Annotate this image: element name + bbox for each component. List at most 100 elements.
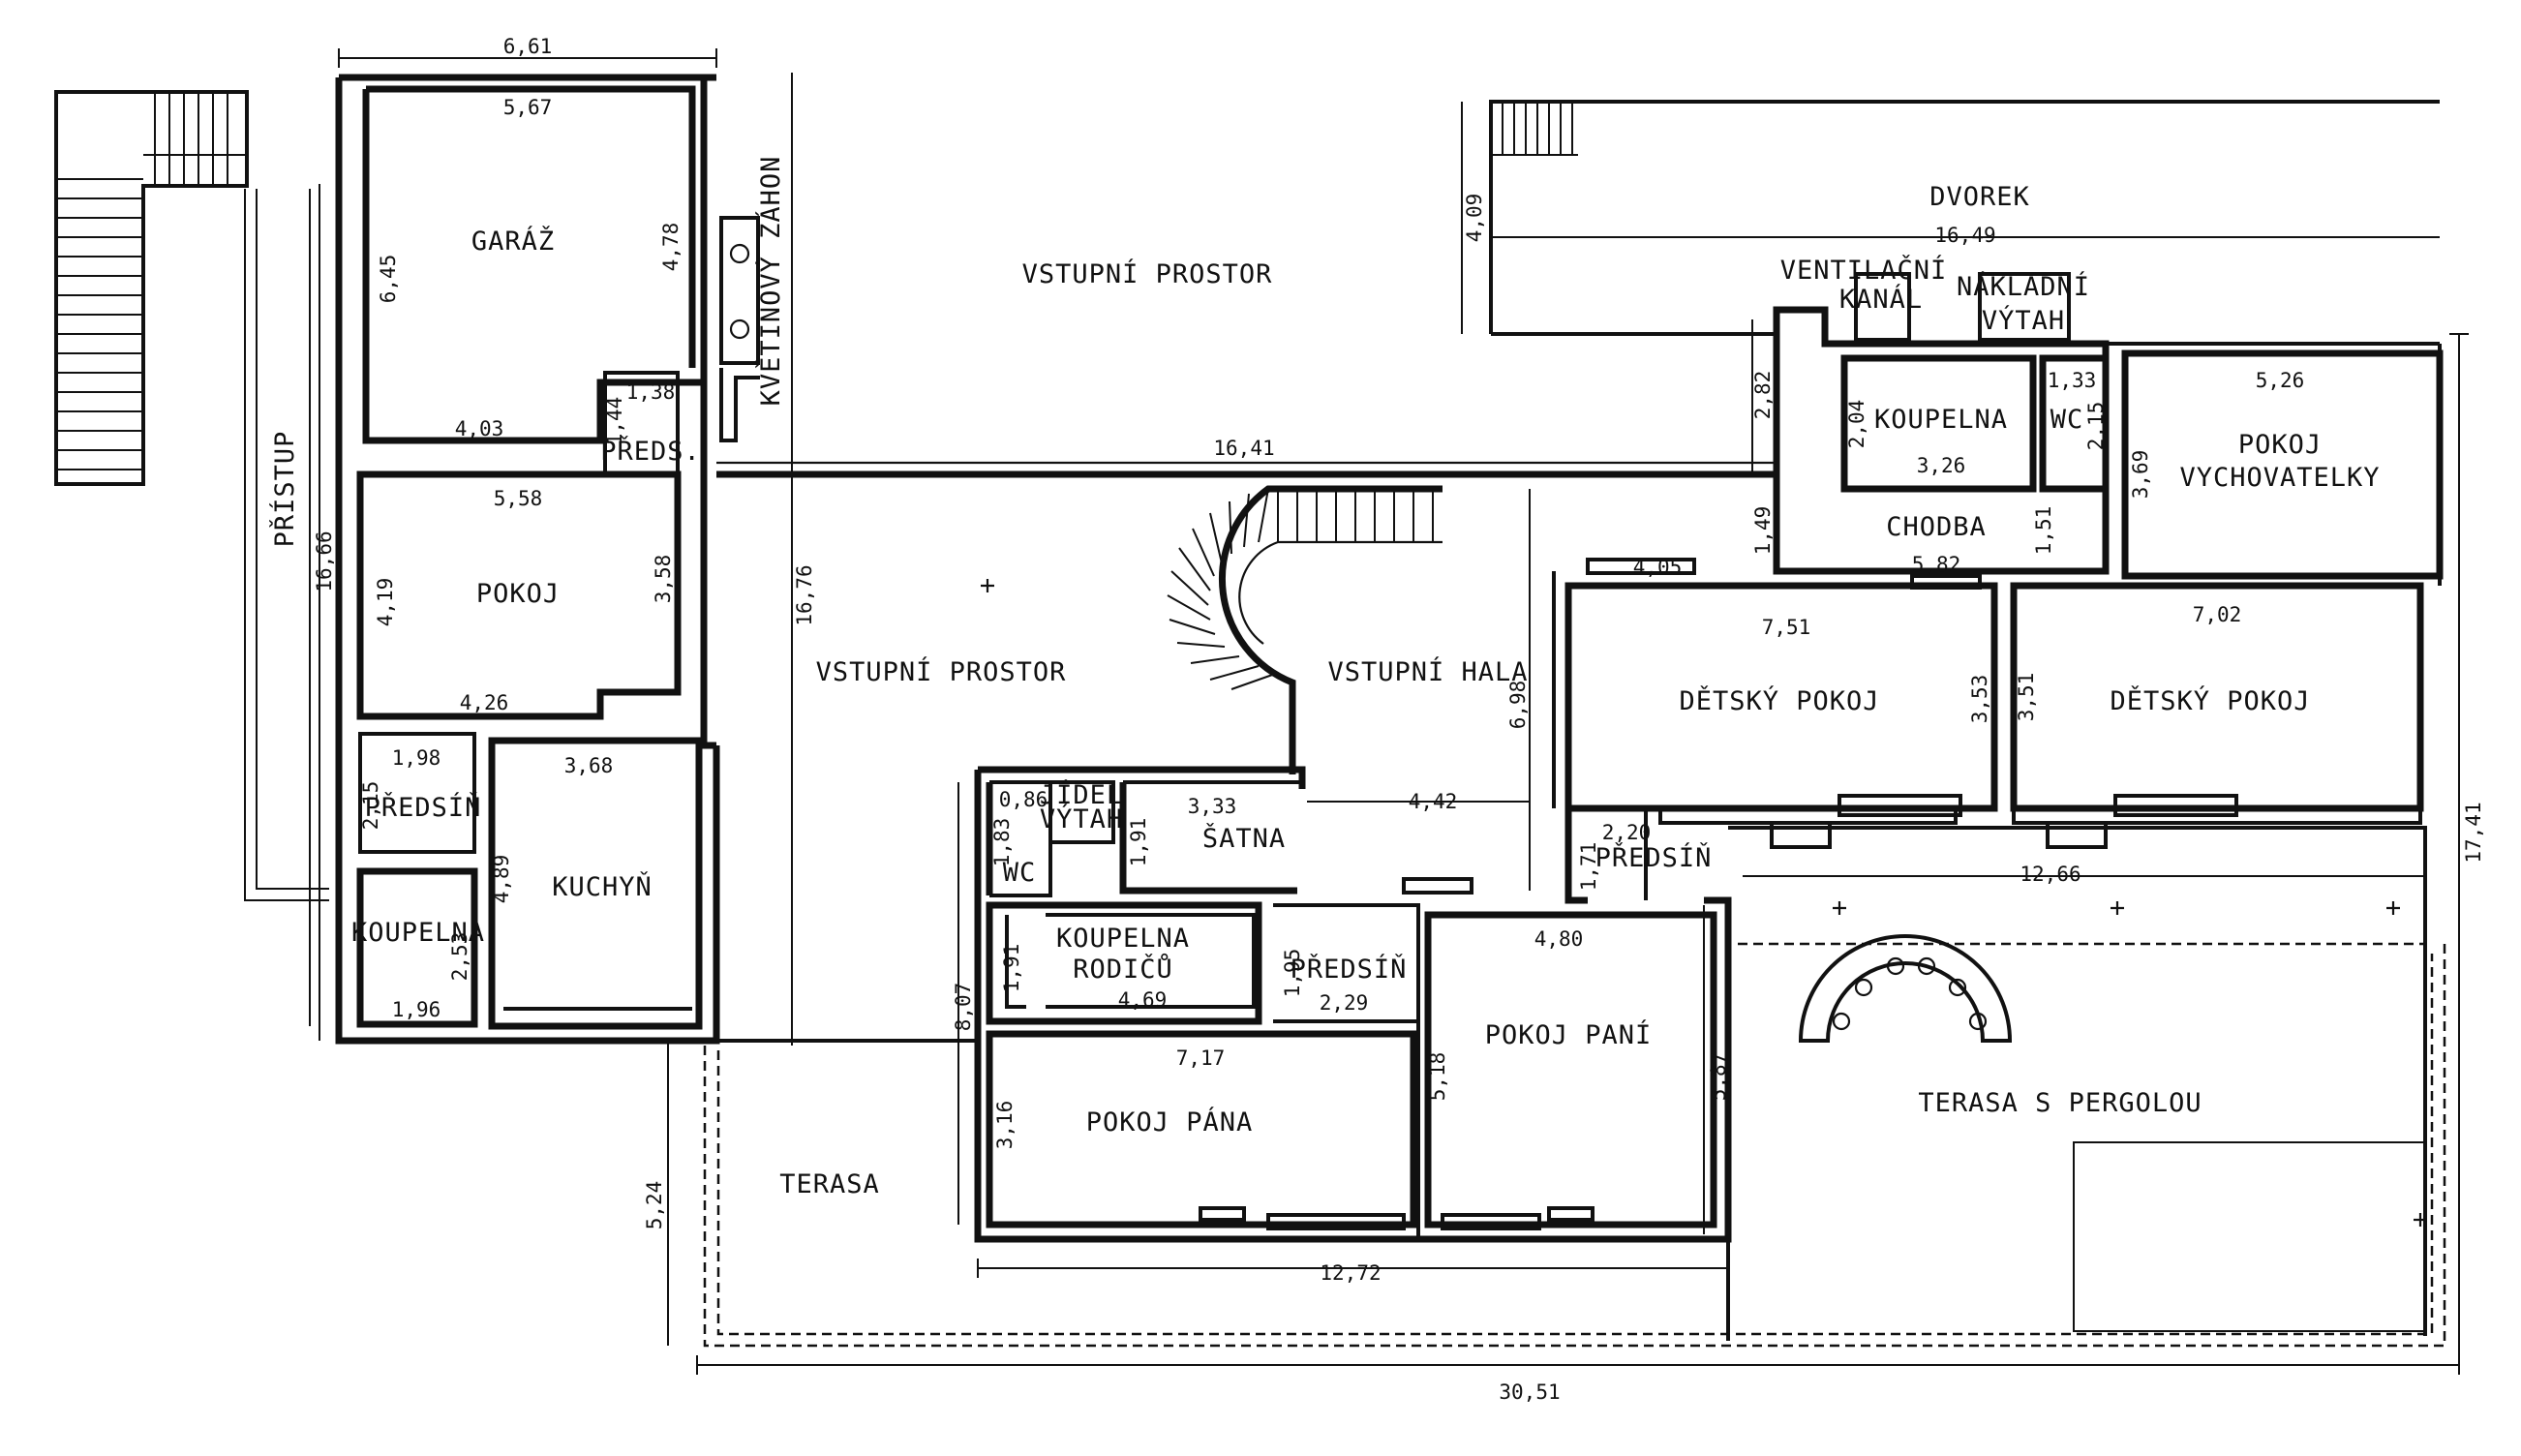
central-walls	[974, 558, 2422, 1243]
dim-1272: 12,72	[1320, 1261, 1381, 1285]
label-koupelna-left: KOUPELNA	[351, 918, 485, 948]
label-predsin-small: PŘEDS.	[600, 436, 701, 467]
dim-204: 2,04	[1845, 400, 1868, 449]
dim-480: 4,80	[1534, 927, 1584, 951]
dim-587: 5,87	[1707, 1052, 1730, 1102]
dim-191a: 1,91	[1127, 818, 1150, 867]
dim-807: 8,07	[952, 983, 975, 1032]
dim-198: 1,98	[392, 746, 441, 770]
dim-215b: 2,15	[359, 781, 382, 831]
label-vstupni-prostor-top: VSTUPNÍ PROSTOR	[1022, 258, 1273, 289]
dim-403: 4,03	[455, 417, 504, 440]
pergola-arch	[1798, 934, 2013, 1043]
dim-151: 1,51	[2032, 506, 2055, 556]
dim-316: 3,16	[993, 1101, 1017, 1150]
dim-582: 5,82	[1912, 553, 1961, 576]
dim-086: 0,86	[999, 788, 1048, 811]
label-satna: ŠATNA	[1202, 823, 1286, 854]
label-chodba: CHODBA	[1886, 512, 1987, 542]
label-pokoj-pana: POKOJ PÁNA	[1086, 1107, 1254, 1138]
dim-518: 5,18	[1426, 1052, 1449, 1102]
dim-1266: 12,66	[2020, 863, 2081, 886]
dim-405: 4,05	[1633, 556, 1683, 579]
dim-171: 1,71	[1577, 842, 1600, 892]
dim-698: 6,98	[1506, 681, 1530, 730]
dim-282: 2,82	[1751, 371, 1775, 420]
dim-144: 1,44	[603, 397, 626, 446]
dim-1676: 16,76	[793, 564, 816, 625]
dim-196: 1,96	[392, 998, 441, 1021]
dim-469: 4,69	[1118, 988, 1168, 1012]
terraces	[703, 826, 2446, 1348]
courtyard	[1489, 100, 2440, 342]
dim-702: 7,02	[2193, 603, 2242, 626]
dim-229: 2,29	[1320, 991, 1369, 1015]
label-dvorek: DVOREK	[1929, 182, 2030, 212]
dim-558: 5,58	[494, 487, 543, 510]
dim-149: 1,49	[1751, 506, 1775, 556]
label-detsky-pokoj-2: DĚTSKÝ POKOJ	[2110, 685, 2310, 716]
dim-368: 3,68	[564, 754, 614, 777]
dim-419: 4,19	[374, 578, 397, 627]
dim-478: 4,78	[659, 223, 683, 272]
label-predsin-mid: PŘEDSÍŇ	[1291, 954, 1408, 985]
dimension-lines	[319, 48, 2469, 1375]
dimension-labels: 6,61 5,67 6,45 4,78 4,03 1,38 1,44 16,41…	[313, 35, 2485, 1404]
room-labels: GARÁŽ VSTUPNÍ PROSTOR DVOREK VENTILAČNÍ …	[269, 156, 2380, 1199]
label-terasa-pergola: TERASA S PERGOLOU	[1918, 1088, 2202, 1118]
label-vytah: VÝTAH	[1982, 305, 2065, 336]
label-koupelna-rodicu-2: RODIČŮ	[1073, 954, 1173, 985]
dim-1649: 16,49	[1934, 224, 1995, 247]
dim-326: 3,26	[1917, 454, 1966, 477]
label-wc-mid: WC	[1003, 858, 1037, 888]
label-pokoj-vychovatelky-1: POKOJ	[2238, 430, 2322, 460]
dim-191b: 1,91	[1000, 944, 1023, 993]
dim-351: 3,51	[2015, 673, 2038, 722]
dim-1666: 16,66	[313, 531, 336, 592]
dim-215: 2,15	[2084, 402, 2108, 451]
dim-409: 4,09	[1463, 194, 1486, 243]
label-vstupni-prostor-mid: VSTUPNÍ PROSTOR	[816, 656, 1067, 687]
spiral-staircase	[1167, 485, 1443, 774]
label-predsin-left: PŘEDSÍŇ	[365, 792, 482, 823]
label-garaz: GARÁŽ	[471, 226, 555, 257]
dim-195: 1,95	[1281, 949, 1304, 998]
dim-426: 4,26	[460, 691, 509, 714]
dim-220: 2,20	[1602, 821, 1652, 844]
dim-369: 3,69	[2129, 450, 2152, 500]
dim-358: 3,58	[652, 555, 675, 604]
label-nakladni: NÁKLADNÍ	[1957, 271, 2090, 302]
label-kvetinovy-zahon: KVĚTINOVÝ ZÁHON	[755, 156, 786, 407]
right-wing-walls	[716, 306, 2444, 812]
dim-524: 5,24	[643, 1181, 666, 1230]
exterior-stair-left	[54, 90, 249, 486]
label-pokoj: POKOJ	[476, 579, 560, 609]
dim-442: 4,42	[1409, 790, 1458, 813]
dim-133: 1,33	[2048, 369, 2097, 392]
dim-526: 5,26	[2256, 369, 2305, 392]
dim-1741: 17,41	[2462, 802, 2485, 863]
dim-567: 5,67	[503, 96, 553, 119]
label-jidel-1: JÍDEL	[1040, 779, 1123, 810]
label-pokoj-pani: POKOJ PANÍ	[1485, 1019, 1653, 1050]
dim-253: 2,53	[448, 932, 471, 982]
left-wing-walls	[335, 74, 720, 1045]
label-jidel-2: VÝTAH	[1040, 804, 1123, 834]
dim-353: 3,53	[1968, 675, 1991, 724]
cross-markers	[981, 579, 2427, 1227]
access-path	[244, 189, 329, 1026]
label-vstupni-hala: VSTUPNÍ HALA	[1327, 656, 1528, 687]
dim-751: 7,51	[1762, 616, 1811, 639]
label-ventilacni: VENTILAČNÍ	[1780, 255, 1948, 286]
dim-717: 7,17	[1176, 1046, 1226, 1070]
dim-645: 6,45	[377, 255, 400, 304]
label-terasa: TERASA	[779, 1169, 880, 1199]
dim-333: 3,33	[1188, 795, 1237, 818]
dim-3051: 30,51	[1499, 1380, 1560, 1404]
flower-bed	[719, 216, 760, 442]
dim-138: 1,38	[626, 380, 676, 404]
label-predsin-right: PŘEDSÍŇ	[1595, 842, 1713, 873]
dim-489: 4,89	[490, 855, 513, 904]
label-pokoj-vychovatelky-2: VYCHOVATELKY	[2179, 463, 2380, 493]
